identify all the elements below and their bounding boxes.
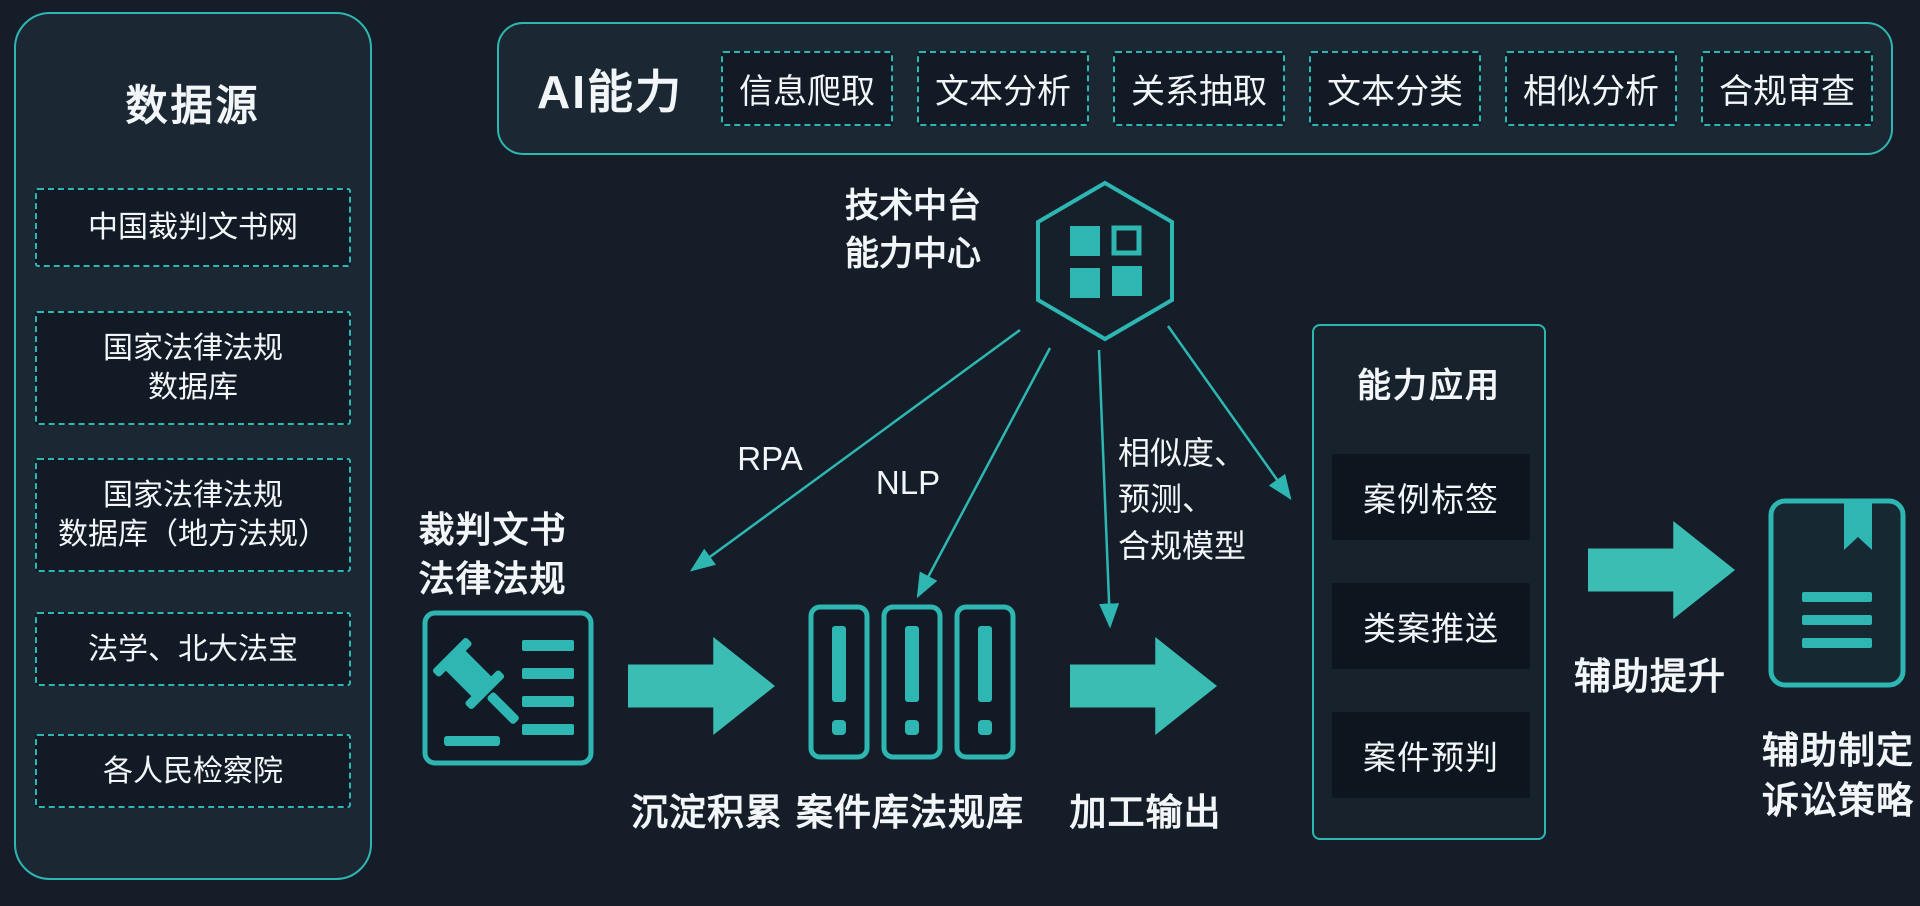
data-source-item: 各人民检察院 (35, 734, 351, 808)
data-source-item: 国家法律法规 数据库 (35, 311, 351, 425)
accumulate-label: 沉淀积累 (631, 792, 783, 833)
assist-label: 辅助提升 (1574, 656, 1726, 697)
data-source-item: 国家法律法规 数据库（地方法规） (35, 458, 351, 572)
data-source-item: 法学、北大法宝 (35, 612, 351, 686)
hub-label: 技术中台 能力中心 (845, 187, 981, 274)
flow-arrow-process (1070, 637, 1217, 735)
final-label: 辅助制定 诉讼策略 (1762, 730, 1914, 821)
ai-capability-item: 合规审查 (1701, 51, 1873, 126)
ai-capability-item: 关系抽取 (1113, 51, 1285, 126)
library-label: 案件库法规库 (796, 792, 1024, 833)
data-sources-panel: 数据源 中国裁判文书网 国家法律法规 数据库 国家法律法规 数据库（地方法规） … (14, 12, 372, 880)
ai-capability-item: 文本分类 (1309, 51, 1481, 126)
edge-label-rpa: RPA (737, 440, 803, 477)
applications-panel: 能力应用 案例标签 类案推送 案件预判 (1312, 324, 1546, 840)
gavel-document-icon (422, 610, 594, 766)
ai-capability-item: 相似分析 (1505, 51, 1677, 126)
source-label: 裁判文书 法律法规 (418, 509, 567, 599)
application-item: 案例标签 (1332, 454, 1530, 540)
flow-arrow-assist (1588, 521, 1735, 619)
case-library-icon (808, 604, 1016, 760)
ai-capabilities-panel: AI能力 信息爬取 文本分析 关系抽取 文本分类 相似分析 合规审查 (497, 22, 1893, 155)
flow-arrow-accumulate (628, 637, 775, 735)
application-item: 案件预判 (1332, 712, 1530, 798)
applications-title: 能力应用 (1357, 367, 1501, 405)
data-sources-title: 数据源 (125, 82, 261, 129)
strategy-document-icon (1768, 498, 1906, 688)
data-source-item: 中国裁判文书网 (35, 188, 351, 267)
edge-label-similarity: 相似度、 预测、 合规模型 (1118, 435, 1247, 564)
process-label: 加工输出 (1069, 792, 1222, 833)
ai-capability-item: 文本分析 (917, 51, 1089, 126)
ai-capabilities-title: AI能力 (537, 65, 683, 118)
hexagon-grid-icon (1036, 180, 1174, 342)
application-item: 类案推送 (1332, 583, 1530, 669)
ai-capability-item: 信息爬取 (721, 51, 893, 126)
edge-label-nlp: NLP (875, 464, 941, 501)
